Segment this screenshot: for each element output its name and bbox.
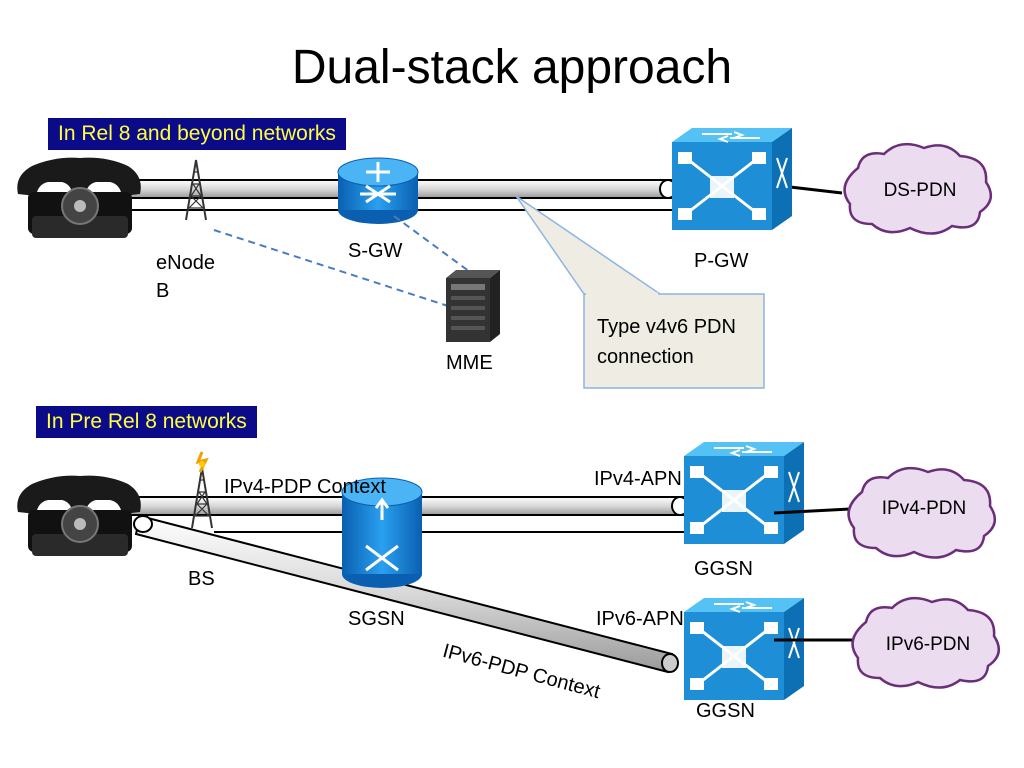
callout-box: [515, 195, 765, 389]
ggsn-label-ipv6: GGSN: [696, 700, 755, 722]
telephone-icon-bottom: [16, 474, 142, 557]
rel8-banner: In Rel 8 and beyond networks: [48, 118, 346, 150]
ds-pdn-label: DS-PDN: [883, 180, 957, 201]
ggsn-ipv4-link: [773, 507, 851, 515]
switch-icon-ggsn-ipv6: [682, 596, 806, 702]
ggsn-label-ipv4: GGSN: [694, 558, 753, 580]
bs-label: BS: [188, 568, 215, 590]
sgsn-label: SGSN: [348, 608, 405, 630]
mme-label: MME: [446, 352, 493, 374]
switch-icon-ggsn-ipv4: [682, 440, 806, 546]
ipv6-pdn-label: IPv6-PDN: [885, 634, 971, 655]
pgw-label: P-GW: [694, 250, 749, 272]
page-title: Dual-stack approach: [291, 41, 733, 94]
callout-line-2: connection: [597, 346, 694, 368]
sgw-mme-link: [393, 215, 471, 273]
switch-icon: [670, 126, 794, 232]
ipv6-apn-label: IPv6-APN: [596, 608, 684, 630]
telephone-icon: [16, 156, 142, 239]
router-icon-sgsn: [341, 477, 423, 588]
ipv4-pdn-label: IPv4-PDN: [881, 498, 967, 519]
enodeb-mme-link: [213, 229, 449, 307]
ipv4-pdp-context-label: IPv4-PDP Context: [224, 476, 386, 498]
cloud-icon-ipv6: [851, 596, 1001, 689]
sgw-label: S-GW: [348, 240, 403, 262]
callout-line-1: Type v4v6 PDN: [597, 316, 736, 338]
pre-rel8-banner: In Pre Rel 8 networks: [36, 406, 257, 438]
router-icon: [337, 157, 419, 224]
pgw-to-pdn-link: [789, 185, 843, 195]
ipv6-pdp-pipe: [133, 514, 679, 674]
enodeb-label: eNode: [156, 252, 215, 274]
signal-spark-icon: [195, 451, 209, 473]
ipv4-apn-label: IPv4-APN: [594, 468, 682, 490]
cloud-icon: [843, 142, 993, 235]
server-icon: [446, 270, 500, 342]
enodeb-label-b: B: [156, 280, 170, 302]
cloud-icon-ipv4: [847, 466, 997, 559]
